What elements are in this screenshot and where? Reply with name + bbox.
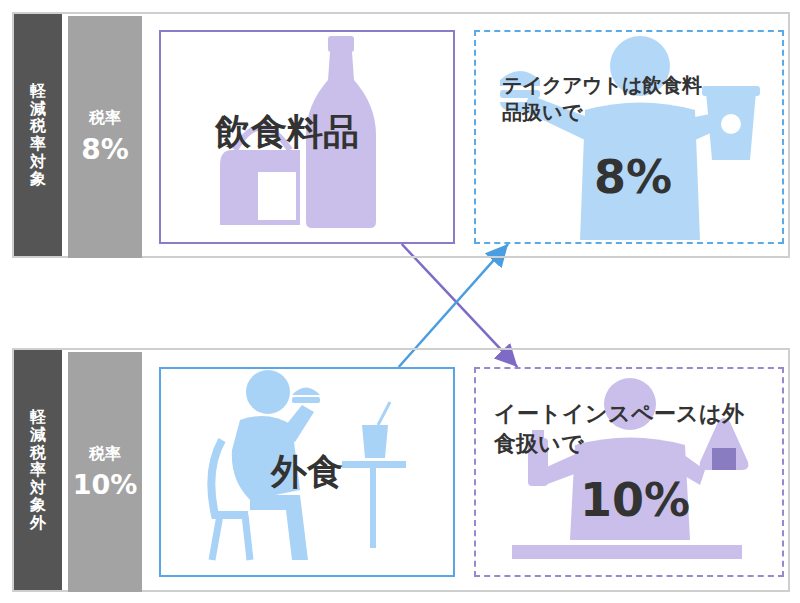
label-text: 10%: [73, 469, 138, 500]
rate-band: 軽減税率対象外 税率 10% 外食 イートインスペースは外食扱いで 10%: [12, 348, 790, 592]
band-column: 軽減税率対象外: [14, 350, 62, 590]
label-text: 8%: [81, 133, 129, 166]
rule-box: イートインスペースは外食扱いで 10%: [474, 367, 784, 577]
label-text: 軽減税率対象外: [30, 408, 46, 531]
label-text: イートインスペースは外食扱いで: [494, 399, 744, 458]
category-box: 外食: [159, 367, 455, 577]
category-box: 飲食料品: [159, 30, 455, 244]
rate-label: 税率 10%: [68, 352, 142, 592]
label-text: 軽減税率対象: [30, 82, 46, 188]
dining-icon: [211, 370, 406, 560]
label-text: 10%: [580, 473, 690, 527]
label-text: 税率: [89, 108, 121, 129]
label-text: 外食: [271, 448, 343, 497]
rule-box: テイクアウトは飲食料品扱いで 8%: [474, 30, 784, 244]
takeaway-icon: [500, 36, 760, 240]
label-text: テイクアウトは飲食料品扱いで: [502, 72, 702, 126]
label-text: 8%: [594, 150, 672, 204]
label-text: 飲食料品: [215, 108, 359, 157]
rate-band: 軽減税率対象 税率 8% 飲食料品 テイクアウトは飲食料品扱いで 8%: [12, 12, 790, 258]
label-text: 税率: [89, 444, 121, 465]
rate-label: 税率 8%: [68, 16, 142, 258]
band-column: 軽減税率対象: [14, 14, 62, 256]
